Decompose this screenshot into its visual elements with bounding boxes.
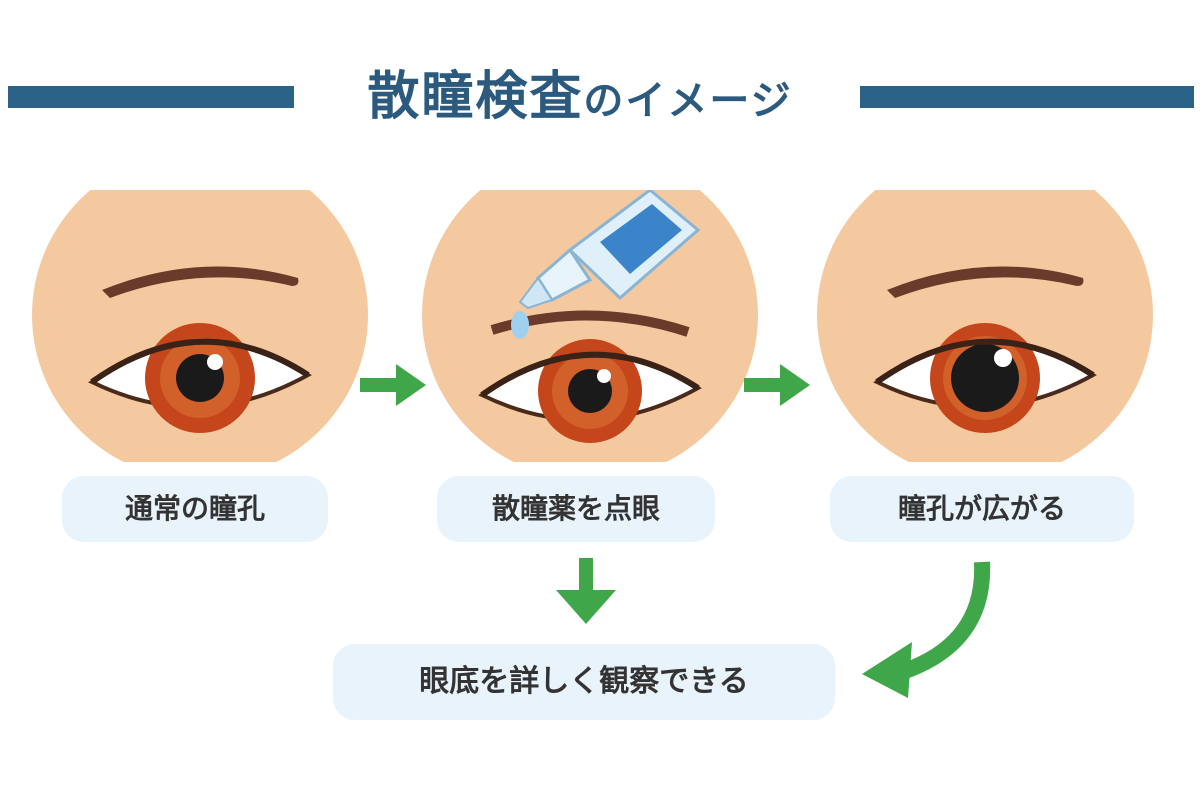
arrow-curved-icon xyxy=(862,561,991,698)
step-label-dilated: 瞳孔が広がる xyxy=(830,476,1134,542)
title-bar-right xyxy=(860,86,1194,108)
eye-drops-icon xyxy=(420,190,760,480)
eye-normal-illustration xyxy=(30,190,370,480)
step-label-normal: 通常の瞳孔 xyxy=(62,476,328,542)
title-main: 散瞳検査 xyxy=(367,67,584,127)
eye-drops-illustration xyxy=(420,190,760,480)
result-label: 眼底を詳しく観察できる xyxy=(333,644,835,720)
eye-dilated-icon xyxy=(815,190,1155,480)
eye-dilated-illustration xyxy=(815,190,1155,480)
title-bar-left xyxy=(8,86,294,108)
eye-normal-icon xyxy=(30,190,370,480)
page-title: 散瞳検査のイメージ xyxy=(300,60,860,138)
arrow-down-icon xyxy=(556,558,616,624)
arrow-right-icon xyxy=(360,364,426,406)
title-suffix: のイメージ xyxy=(583,78,793,124)
eye-drop-bottle-icon xyxy=(511,190,701,339)
arrow-right-icon xyxy=(744,364,810,406)
step-label-drops: 散瞳薬を点眼 xyxy=(437,476,715,542)
